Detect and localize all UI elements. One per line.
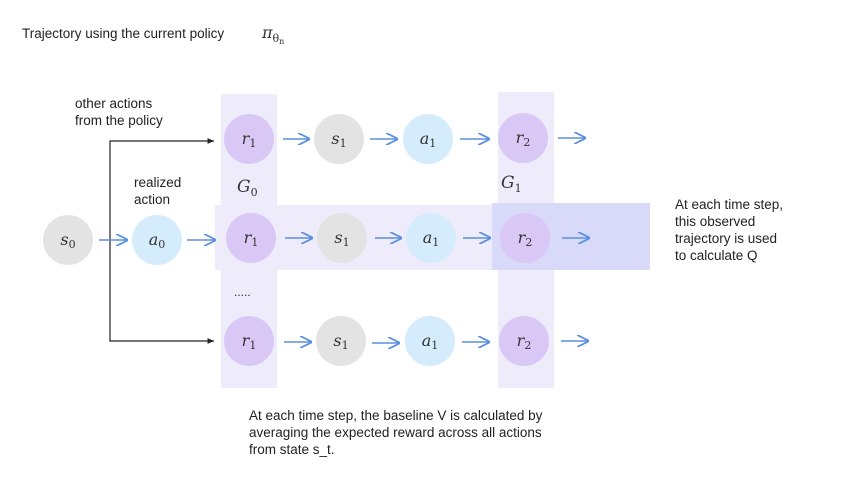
ellipsis-text: .....	[234, 285, 251, 299]
row-top-r2-label: r2	[516, 128, 531, 149]
return-g1: G1	[501, 173, 522, 195]
row-bottom-a1-sub: 1	[431, 339, 438, 352]
node-a0-main: a	[149, 230, 159, 249]
row-top-r1-label: r1	[242, 129, 257, 150]
other-actions-label: other actions from the policy	[75, 96, 163, 128]
realized-action-label: realized action	[134, 175, 185, 207]
return-g1-sub: 1	[515, 182, 522, 195]
row-middle-r1-sub: 1	[251, 236, 258, 249]
row-middle-s1-label: s1	[334, 228, 349, 249]
row-middle-r2-sub: 2	[525, 236, 532, 249]
row-bottom-r1-label: r1	[242, 331, 257, 352]
v-note-line3: from state s_t.	[249, 442, 335, 457]
row-top-s1-circle	[314, 114, 364, 164]
q-note-line1: At each time step,	[675, 197, 783, 212]
row-top-r1-sub: 1	[249, 137, 256, 150]
row-middle-a1-main: a	[423, 228, 433, 247]
row-middle-r1-main: r	[244, 228, 253, 247]
row-top-r2-sub: 2	[523, 136, 530, 149]
v-note-line1: At each time step, the baseline V is cal…	[249, 408, 543, 423]
node-s0-main: s	[60, 230, 68, 249]
q-note-line3: trajectory is used	[675, 231, 777, 246]
row-bottom-r1-sub: 1	[249, 339, 256, 352]
row-middle-r1-circle	[226, 213, 276, 263]
node-a0-sub: 0	[158, 238, 165, 251]
row-bottom-r1-circle	[224, 316, 274, 366]
row-top-s1-label: s1	[331, 129, 346, 150]
node-a0-circle	[132, 215, 182, 265]
row-middle-s1-circle	[317, 213, 367, 263]
branch-connector-bottom	[109, 238, 214, 344]
node-s0-label: s0	[60, 230, 75, 251]
row-bottom-r1-main: r	[242, 331, 251, 350]
return-g0-main: G	[237, 177, 251, 197]
row-middle-r2-circle	[500, 213, 550, 263]
row-top-a1-main: a	[420, 129, 430, 148]
row-top-a1-sub: 1	[429, 137, 436, 150]
return-g0-sub: 0	[251, 186, 258, 199]
row-middle-a1-sub: 1	[432, 236, 439, 249]
row-middle-a1-label: a1	[423, 228, 440, 249]
row-middle-r2-label: r2	[518, 228, 533, 249]
node-s0-circle	[43, 215, 93, 265]
row-bottom-s1-main: s	[333, 331, 341, 350]
row-bottom-r2-circle	[499, 316, 549, 366]
policy-theta: θ	[273, 32, 280, 45]
row-top-a1-circle	[403, 114, 453, 164]
branch-connector-top	[109, 138, 214, 238]
q-note-line2: this observed	[675, 214, 755, 229]
row-top-s1-sub: 1	[340, 137, 347, 150]
row-top: r1 s1 a1 r2	[224, 113, 585, 164]
node-s0: s0	[43, 215, 93, 265]
row-bottom-a1-main: a	[422, 331, 432, 350]
title-text: Trajectory using the current policy	[22, 26, 224, 41]
row-bottom-r2-label: r2	[517, 331, 532, 352]
realized-line1: realized	[134, 175, 181, 190]
v-note-line2: averaging the expected reward across all…	[249, 425, 542, 440]
row-bottom-s1-sub: 1	[342, 339, 349, 352]
row-bottom-r2-sub: 2	[524, 339, 531, 352]
row-top-r2-main: r	[516, 128, 525, 147]
row-middle-s1-main: s	[334, 228, 342, 247]
policy-symbol: πθn	[261, 23, 284, 46]
q-note-line4: to calculate Q	[675, 248, 758, 263]
return-g1-main: G	[501, 173, 515, 193]
row-top-r1-main: r	[242, 129, 251, 148]
row-middle-a1-circle	[406, 213, 456, 263]
row-top-a1-label: a1	[420, 129, 437, 150]
node-s0-sub: 0	[69, 238, 76, 251]
row-middle: r1 s1 a1 r2	[226, 213, 589, 263]
row-top-r1-circle	[224, 114, 274, 164]
policy-pi: π	[261, 23, 273, 42]
realized-line2: action	[134, 192, 170, 207]
row-middle-s1-sub: 1	[343, 236, 350, 249]
row-bottom-s1-circle	[316, 316, 366, 366]
row-bottom: r1 s1 a1 r2	[224, 316, 588, 366]
node-a0-label: a0	[149, 230, 166, 251]
return-g0: G0	[237, 177, 258, 199]
row-bottom-a1-circle	[405, 316, 455, 366]
policy-n: n	[279, 37, 284, 46]
row-middle-r2-main: r	[518, 228, 527, 247]
q-note: At each time step, this observed traject…	[675, 197, 787, 263]
row-top-r2-circle	[498, 113, 548, 163]
row-bottom-r2-main: r	[517, 331, 526, 350]
row-bottom-a1-label: a1	[422, 331, 439, 352]
v-note: At each time step, the baseline V is cal…	[249, 408, 546, 457]
row-bottom-s1-label: s1	[333, 331, 348, 352]
row-top-s1-main: s	[331, 129, 339, 148]
node-a0: a0	[132, 215, 182, 265]
other-actions-line1: other actions	[75, 96, 153, 111]
row-middle-r1-label: r1	[244, 228, 259, 249]
other-actions-line2: from the policy	[75, 113, 163, 128]
